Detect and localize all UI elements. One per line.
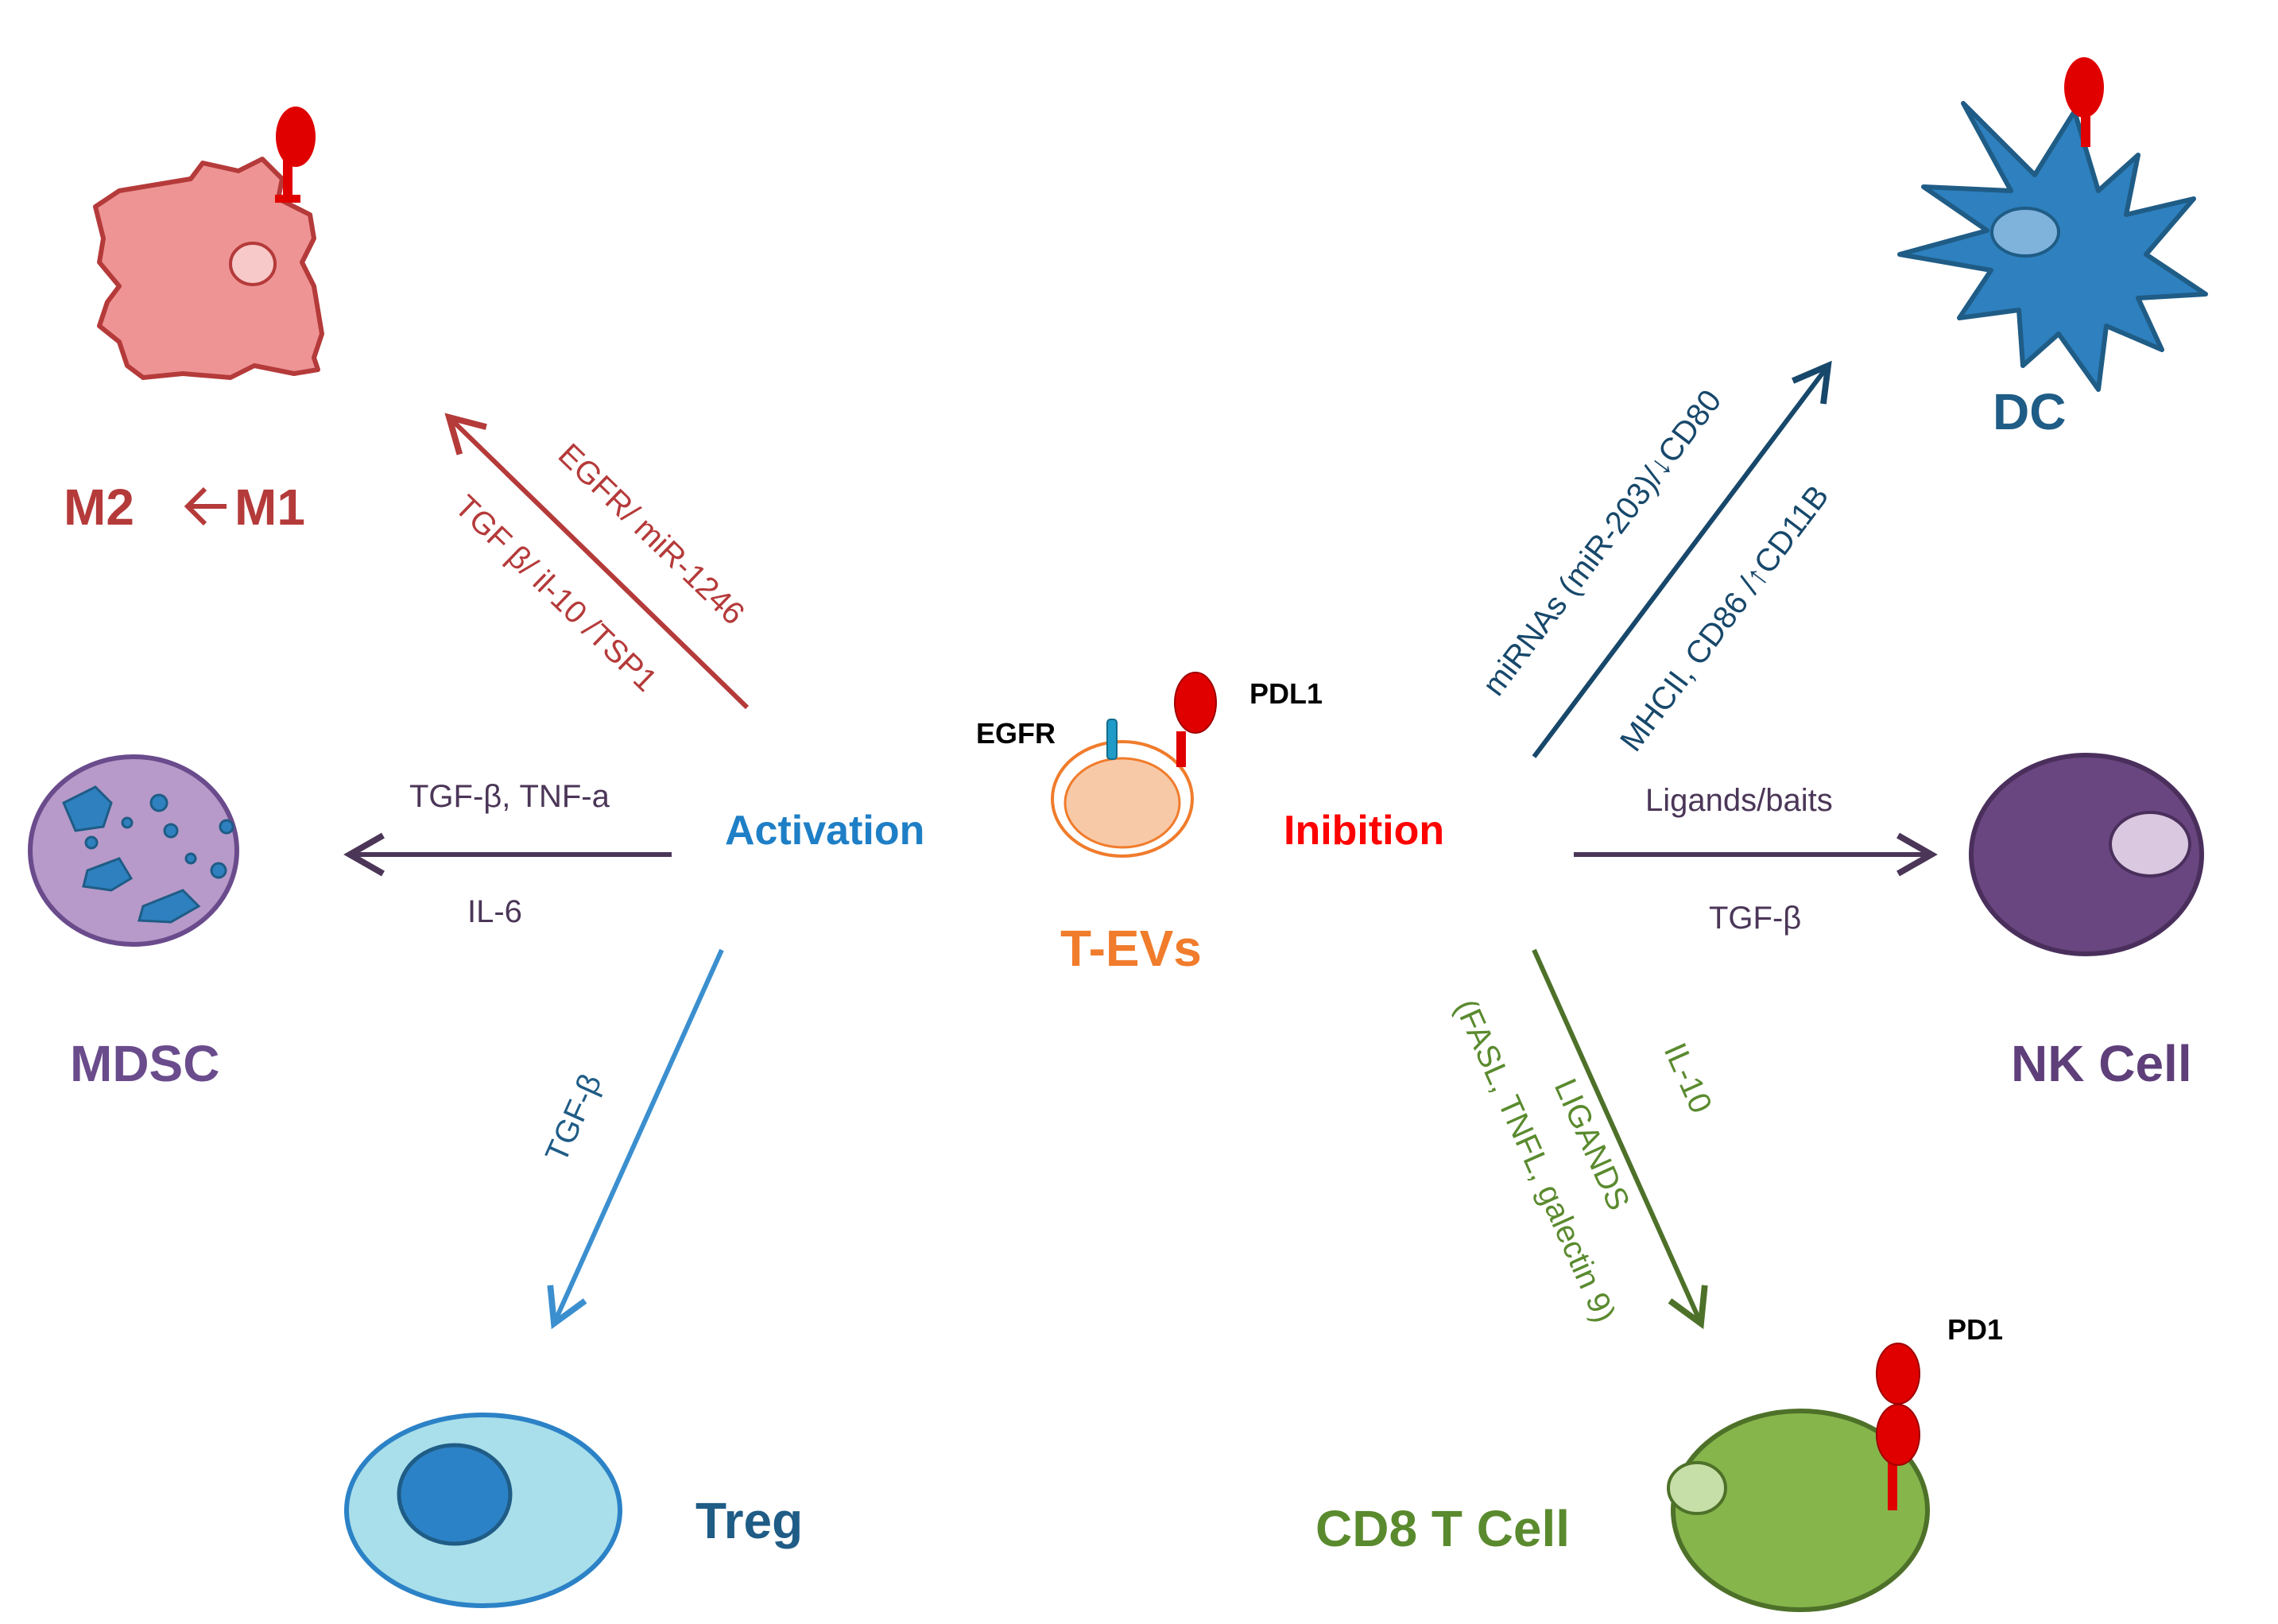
- dc-label: DC: [1993, 383, 2066, 440]
- t-ev-vesicle: [1051, 672, 1217, 858]
- treg-cell: [344, 1413, 622, 1608]
- mdsc-arrow-label-top: TGF-β, TNF-a: [409, 779, 610, 814]
- macrophage-receptor-stalk: [283, 155, 292, 203]
- m2-label: M2: [64, 479, 134, 536]
- treg-label: Treg: [695, 1492, 803, 1549]
- t-evs-label: T-EVs: [1060, 920, 1202, 977]
- pd1-receptor-icon-2: [1876, 1404, 1920, 1466]
- arrow-to-cd8: [1532, 948, 1708, 1330]
- mdsc-body: [28, 754, 239, 947]
- pdl1-label: PDL1: [1249, 677, 1323, 710]
- egfr-receptor-icon: [1106, 719, 1118, 760]
- nk-arrow-label-top: Ligands/baits: [1645, 783, 1833, 818]
- macrophage-nucleus: [229, 242, 277, 286]
- inhibition-label: Inibition: [1284, 808, 1444, 854]
- mdsc-label: MDSC: [70, 1035, 219, 1092]
- pdl1-receptor-icon: [1174, 672, 1217, 734]
- treg-nucleus: [397, 1443, 513, 1546]
- macrophage-body: [93, 157, 324, 380]
- dc-nucleus: [1990, 207, 2060, 258]
- nk-label: NK Cell: [2011, 1035, 2192, 1092]
- nk-body: [1969, 753, 2204, 956]
- mdsc-arrow-label-bottom: IL-6: [467, 894, 522, 929]
- macrophage-receptor-icon: [276, 107, 316, 167]
- cd8-arrow-label-1: IL-10: [1657, 1038, 1718, 1118]
- dc-arrow-label-2: MHCII, CD86 /↑CD11B: [1614, 479, 1835, 758]
- pd1-label: PD1: [1947, 1313, 2003, 1346]
- mdsc-cell: [28, 754, 239, 947]
- treg-arrow-label: TGF-β: [539, 1069, 609, 1168]
- t-ev-inner-body: [1063, 757, 1181, 849]
- macrophage-cell: [93, 107, 324, 380]
- arrow-to-treg: [547, 948, 724, 1330]
- cd8-cell: [1667, 1343, 1930, 1612]
- nk-nucleus: [2109, 811, 2191, 878]
- m1-label: M1: [234, 479, 305, 536]
- cd8-body: [1671, 1409, 1930, 1612]
- activation-label: Activation: [725, 808, 924, 854]
- egfr-label: EGFR: [976, 717, 1056, 750]
- m1-to-m2-arrow-icon: [184, 486, 227, 526]
- dc-receptor-icon: [2064, 57, 2104, 118]
- pdl1-stalk: [1176, 731, 1186, 767]
- nk-arrow-label-bottom: TGF-β: [1709, 901, 1801, 936]
- pd1-receptor-icon: [1876, 1343, 1920, 1405]
- macrophage-receptor-base: [275, 195, 300, 203]
- nk-cell: [1969, 753, 2204, 956]
- mdsc-granules: [62, 785, 234, 924]
- dc-cell: [1897, 57, 2208, 392]
- arrow-to-macrophage: [444, 413, 750, 710]
- cd8-label: CD8 T Cell: [1315, 1500, 1570, 1557]
- arrow-to-dc: [1532, 360, 1832, 758]
- cd8-nucleus: [1667, 1461, 1727, 1515]
